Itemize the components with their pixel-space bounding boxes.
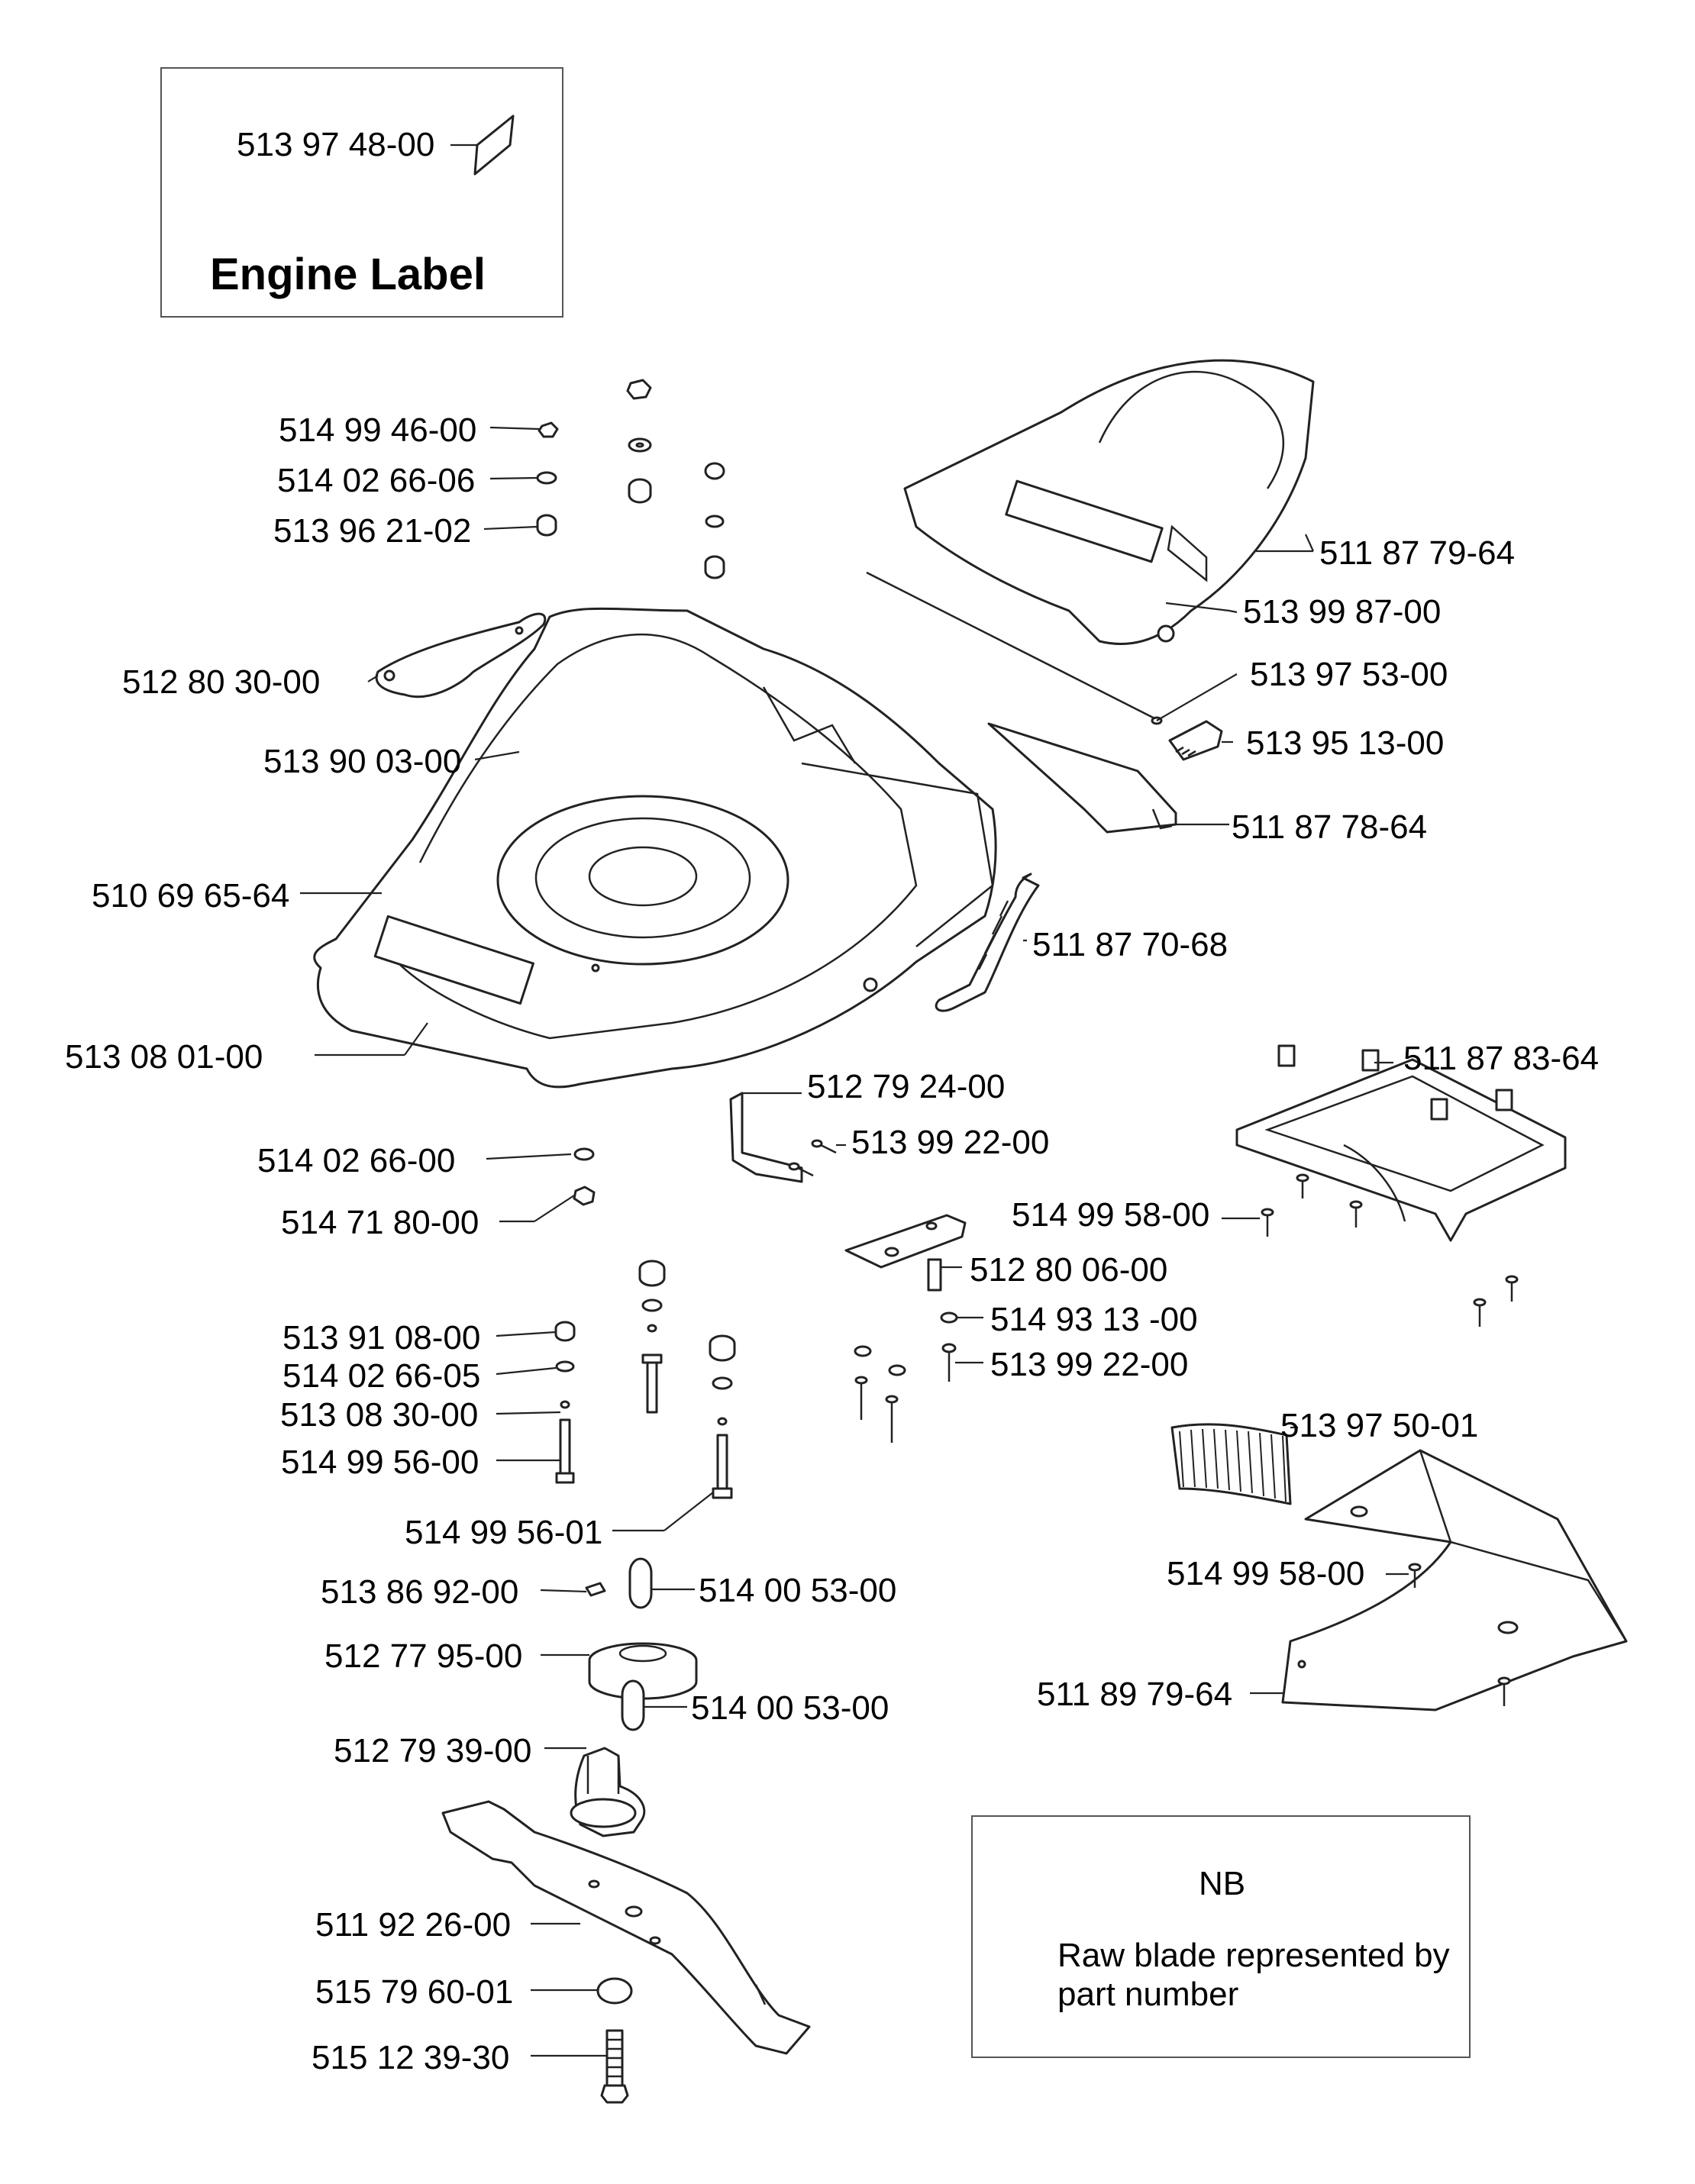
hinge-bracket: [375, 612, 547, 698]
leader-lines: [300, 426, 1409, 2057]
mid-washer: [573, 1147, 596, 1206]
handle-bracket: [935, 873, 1040, 1012]
bolt-stack-left: [638, 1260, 666, 1414]
brush-strip: [1170, 1423, 1292, 1505]
part-label: 513 86 92-00: [321, 1573, 519, 1611]
mounting-plate: [844, 1214, 967, 1292]
pulley-assembly: [585, 1557, 698, 1731]
part-label: 514 93 13 -00: [990, 1301, 1198, 1338]
bolt-stack-right: [709, 1334, 736, 1499]
mower-blade: [441, 1800, 811, 2055]
deflector-flap: [987, 722, 1177, 834]
spring: [1168, 720, 1223, 761]
engine-label-part-number: 513 97 48-00: [237, 126, 435, 163]
part-label: 514 99 56-01: [405, 1514, 603, 1551]
part-label: 512 80 30-00: [122, 663, 321, 701]
part-label: 514 02 66-05: [282, 1357, 481, 1395]
part-label: 512 79 39-00: [334, 1732, 532, 1769]
part-label: 511 92 26-00: [315, 1906, 512, 1944]
catcher-bottom-shell: [1281, 1449, 1628, 1711]
part-label: 514 99 46-00: [279, 411, 477, 449]
part-label: 511 87 70-68: [1032, 926, 1228, 963]
part-label: 512 79 24-00: [807, 1068, 1006, 1105]
part-label: 513 90 03-00: [263, 743, 462, 780]
part-label: 514 99 58-00: [1012, 1196, 1210, 1234]
frame-screws: [1261, 1173, 1519, 1327]
part-label: 513 99 87-00: [1243, 593, 1442, 631]
part-label: 512 80 06-00: [970, 1251, 1168, 1289]
part-label: 514 99 56-00: [281, 1444, 479, 1481]
part-label: 514 00 53-00: [699, 1572, 897, 1609]
part-label: 511 87 79-64: [1319, 534, 1516, 572]
note-text: Raw blade represented by part number: [1057, 1937, 1450, 2013]
part-label: 513 97 50-01: [1280, 1407, 1479, 1444]
part-label: 513 99 22-00: [851, 1124, 1050, 1161]
blade-adapter: [570, 1747, 646, 1837]
part-label: 512 77 95-00: [324, 1637, 523, 1675]
note-box: [971, 1815, 1471, 2058]
part-label: 514 99 58-00: [1167, 1555, 1365, 1592]
fastener-stack-labels-left: [554, 1321, 576, 1484]
mid-pins: [854, 1311, 958, 1443]
part-label: 511 87 83-64: [1403, 1040, 1600, 1077]
engine-label-sticker: [450, 115, 515, 176]
part-label: 514 02 66-06: [277, 462, 476, 499]
engine-label-title: Engine Label: [210, 250, 486, 299]
catcher-frame: [1235, 1044, 1567, 1242]
part-label: 513 91 08-00: [282, 1319, 481, 1357]
part-label: 513 95 13-00: [1246, 724, 1445, 762]
part-label: 511 89 79-64: [1037, 1676, 1233, 1713]
part-label: 513 97 53-00: [1250, 656, 1448, 693]
catcher-top-cover: [903, 359, 1315, 646]
note-heading: NB: [1199, 1865, 1246, 1902]
part-label: 510 69 65-64: [92, 877, 290, 915]
part-label: 511 87 78-64: [1232, 808, 1428, 846]
part-label: 514 00 53-00: [691, 1689, 889, 1727]
part-label: 515 12 39-30: [312, 2039, 510, 2076]
mower-deck: [313, 607, 997, 1089]
part-label: 515 79 60-01: [315, 1973, 514, 2011]
part-label: 514 71 80-00: [281, 1204, 479, 1241]
part-label: 513 96 21-02: [273, 512, 472, 550]
part-label: 513 08 01-00: [65, 1038, 263, 1076]
engine-label-box: [160, 67, 563, 318]
blade-bolt: [600, 2029, 629, 2104]
nut-washer-stack-small: [536, 421, 559, 537]
nut-washer-stack-left: [626, 379, 725, 579]
part-label: 513 99 22-00: [990, 1346, 1189, 1383]
small-bracket: [729, 1092, 837, 1183]
blade-washer: [596, 1977, 633, 2005]
part-label: 514 02 66-00: [257, 1142, 456, 1179]
part-label: 513 08 30-00: [280, 1396, 479, 1434]
